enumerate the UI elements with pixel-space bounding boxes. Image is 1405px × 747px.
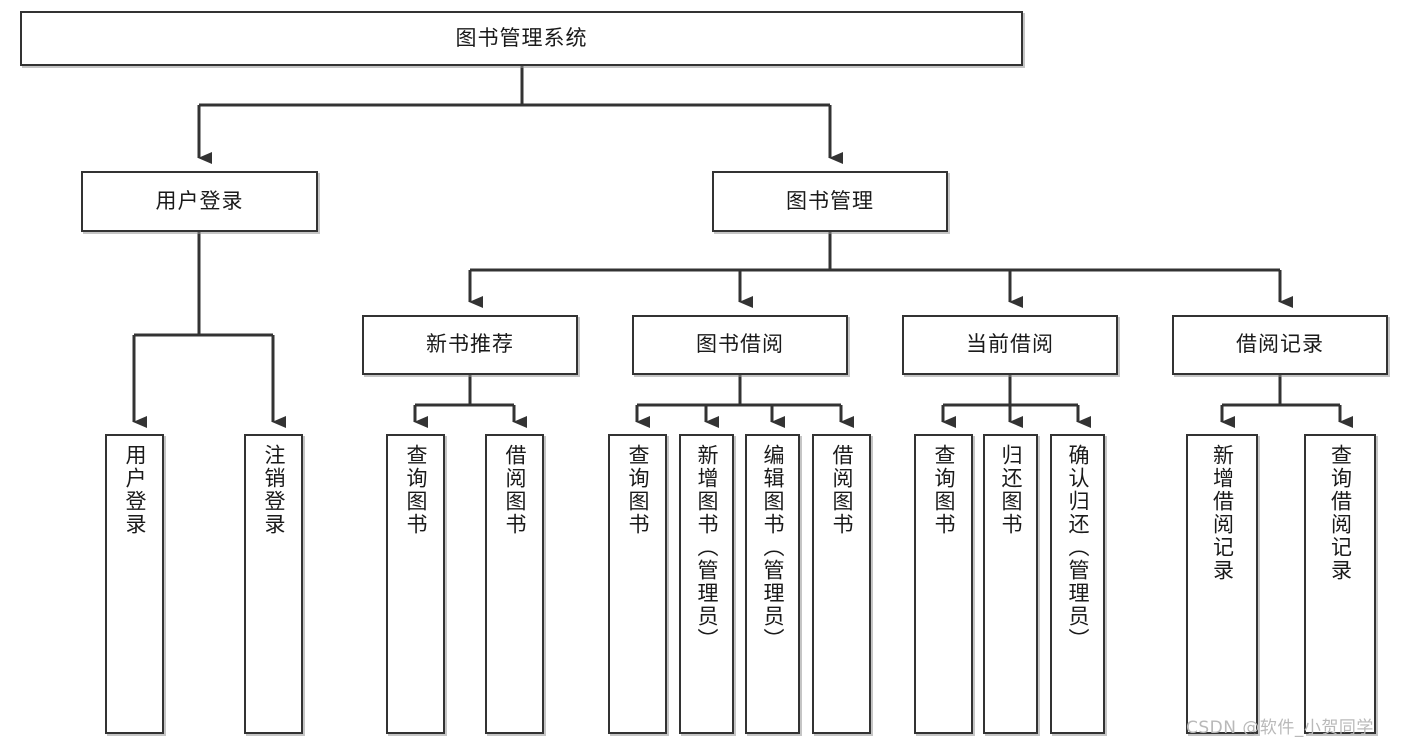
leaf-label: 归还图书 xyxy=(998,444,1023,536)
leaf-label: 确认归还（管理员） xyxy=(1065,444,1090,651)
node-borrow-record-label: 借阅记录 xyxy=(1236,332,1324,357)
node-root[interactable]: 图书管理系统 xyxy=(20,11,1023,66)
node-root-label: 图书管理系统 xyxy=(455,25,588,50)
leaf-label: 查询图书 xyxy=(625,444,650,536)
node-new-book-recommend-label: 新书推荐 xyxy=(426,332,514,357)
leaf-label: 借阅图书 xyxy=(502,444,527,536)
node-current-borrow[interactable]: 当前借阅 xyxy=(902,315,1118,375)
leaf-book-borrow-0[interactable]: 查询图书 xyxy=(608,434,667,734)
node-book-management[interactable]: 图书管理 xyxy=(712,171,948,232)
node-book-management-label: 图书管理 xyxy=(786,188,874,213)
leaf-current-borrow-2[interactable]: 确认归还（管理员） xyxy=(1050,434,1105,734)
leaf-borrow-record-0[interactable]: 新增借阅记录 xyxy=(1186,434,1258,734)
leaf-label: 新增图书（管理员） xyxy=(694,444,719,651)
leaf-borrow-record-1[interactable]: 查询借阅记录 xyxy=(1304,434,1376,734)
leaf-user-login-1[interactable]: 注销登录 xyxy=(244,434,303,734)
leaf-book-borrow-1[interactable]: 新增图书（管理员） xyxy=(679,434,734,734)
leaf-current-borrow-0[interactable]: 查询图书 xyxy=(914,434,973,734)
leaf-label: 用户登录 xyxy=(122,444,147,536)
leaf-label: 编辑图书（管理员） xyxy=(760,444,785,651)
leaf-label: 查询借阅记录 xyxy=(1328,444,1353,582)
node-borrow-record[interactable]: 借阅记录 xyxy=(1172,315,1388,375)
leaf-user-login-0[interactable]: 用户登录 xyxy=(105,434,164,734)
node-book-borrow[interactable]: 图书借阅 xyxy=(632,315,848,375)
leaf-new-book-recommend-0[interactable]: 查询图书 xyxy=(386,434,445,734)
leaf-label: 借阅图书 xyxy=(829,444,854,536)
leaf-book-borrow-2[interactable]: 编辑图书（管理员） xyxy=(745,434,800,734)
node-new-book-recommend[interactable]: 新书推荐 xyxy=(362,315,578,375)
leaf-label: 查询图书 xyxy=(931,444,956,536)
leaf-label: 查询图书 xyxy=(403,444,428,536)
node-current-borrow-label: 当前借阅 xyxy=(966,332,1054,357)
node-user-login-label: 用户登录 xyxy=(155,188,244,213)
leaf-label: 新增借阅记录 xyxy=(1210,444,1235,582)
leaf-book-borrow-3[interactable]: 借阅图书 xyxy=(812,434,871,734)
leaf-new-book-recommend-1[interactable]: 借阅图书 xyxy=(485,434,544,734)
node-user-login[interactable]: 用户登录 xyxy=(81,171,318,232)
node-book-borrow-label: 图书借阅 xyxy=(696,332,784,357)
leaf-label: 注销登录 xyxy=(261,444,286,536)
leaf-current-borrow-1[interactable]: 归还图书 xyxy=(983,434,1038,734)
